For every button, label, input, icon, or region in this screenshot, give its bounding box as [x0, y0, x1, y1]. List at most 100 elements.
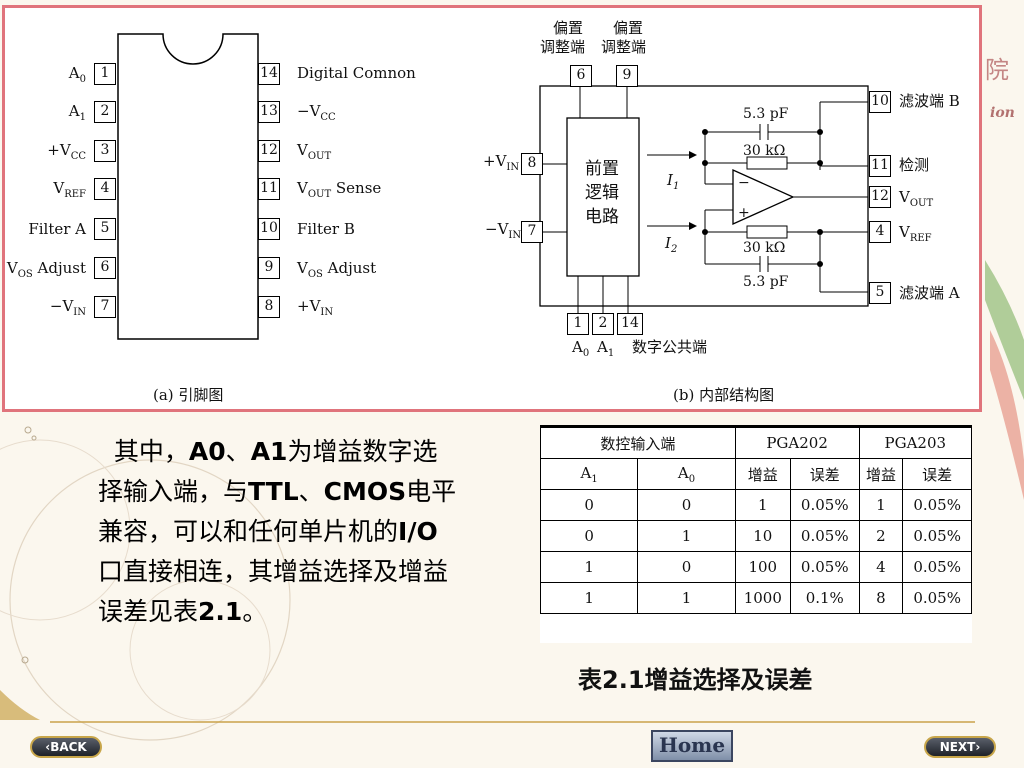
pin-2-box: 2	[592, 313, 614, 335]
opamp-plus-sign: +	[738, 205, 750, 221]
vin-minus-label: −VIN	[485, 220, 522, 241]
table-cell: 1000	[734, 582, 791, 614]
table-cell: 0.05%	[789, 520, 860, 552]
table-cell: 1	[637, 520, 736, 552]
table-cell: 0.05%	[902, 582, 972, 614]
table-cell: 0.05%	[789, 551, 860, 583]
vin-plus-label: +VIN	[483, 152, 520, 173]
table-cell: 1	[539, 551, 639, 583]
logic-line-1: 前置	[585, 159, 619, 179]
pin-label: +VCC	[47, 141, 86, 162]
pin-number-box: 7	[94, 296, 116, 318]
para-text: 口直接相连，其增益选择及增益误差见表	[98, 557, 449, 626]
table-cell: 0.1%	[789, 582, 860, 614]
current-i1-label: I1	[667, 171, 680, 192]
table-cell: 4	[858, 551, 904, 583]
filter-b-label: 滤波端 B	[899, 92, 960, 110]
table-cell: 0.05%	[902, 520, 972, 552]
pin-number-box: 9	[258, 257, 280, 279]
vout-label: VOUT	[899, 188, 934, 209]
para-text: 、	[298, 477, 324, 506]
resistor-top-label: 30 kΩ	[743, 143, 786, 159]
home-button[interactable]: Home	[651, 730, 733, 762]
pin-label: VOS Adjust	[6, 259, 86, 280]
pin-number-box: 14	[258, 63, 280, 85]
table-cell: 0.05%	[789, 489, 860, 521]
digital-common-label: 数字公共端	[632, 338, 708, 356]
bottom-a0-label: A0	[572, 338, 590, 359]
logic-line-2: 逻辑	[585, 183, 619, 203]
internal-caption: (b) 内部结构图	[673, 386, 775, 404]
pin-label: A0	[68, 64, 86, 85]
pin-label: −VCC	[297, 102, 336, 123]
pin-label: −VIN	[49, 297, 86, 318]
filter-a-label: 滤波端 A	[899, 284, 960, 302]
table-cell: 1	[734, 489, 791, 521]
table-row: 0 1 10 0.05% 2 0.05%	[539, 520, 972, 552]
vref-label: VREF	[899, 223, 932, 244]
pin-6-box: 6	[570, 65, 592, 87]
table-cell: 0.05%	[902, 489, 972, 521]
bias-label-2a: 偏置	[613, 19, 644, 37]
header-group: 数控输入端	[540, 427, 736, 459]
pin-number-box: 8	[258, 296, 280, 318]
para-text: 。	[242, 597, 268, 626]
pin-label: +VIN	[297, 297, 334, 318]
para-text: A1	[250, 437, 288, 466]
table-row: 0 0 1 0.05% 1 0.05%	[539, 489, 972, 521]
resistor-bottom-label: 30 kΩ	[743, 240, 786, 256]
sense-label: 检测	[899, 156, 930, 174]
header-pga203: PGA203	[858, 427, 973, 459]
header-a1: A1	[539, 458, 639, 490]
pin-number-box: 13	[258, 101, 280, 123]
logic-line-3: 电路	[585, 207, 619, 227]
pin-11-box: 11	[869, 155, 891, 177]
table-row: 1 0 100 0.05% 4 0.05%	[539, 551, 972, 583]
pin-1-box: 1	[567, 313, 589, 335]
header-fragment-char: 院	[985, 56, 1009, 84]
pin-10-box: 10	[869, 91, 891, 113]
pin-label: VOS Adjust	[297, 259, 377, 280]
para-text: A0	[188, 437, 226, 466]
current-i2-label: I2	[665, 234, 678, 255]
pin-number-box: 10	[258, 218, 280, 240]
header-error: 误差	[902, 458, 972, 490]
table-cell: 10	[734, 520, 791, 552]
next-button[interactable]: NEXT›	[924, 736, 996, 758]
capacitor-bottom-label: 5.3 pF	[743, 274, 789, 290]
pin-7-box: 7	[521, 221, 543, 243]
table-cell: 1	[637, 582, 736, 614]
gain-table: 数控输入端 PGA202 PGA203 A1 A0 增益 误差 增益 误差 0 …	[539, 427, 973, 614]
pin-number-box: 11	[258, 178, 280, 200]
pin-number-box: 3	[94, 140, 116, 162]
para-text: 2.1	[198, 597, 243, 626]
table-cell: 0	[539, 520, 639, 552]
pin-number-box: 2	[94, 101, 116, 123]
header-a0: A0	[637, 458, 736, 490]
pin-12-box: 12	[869, 186, 891, 208]
back-button[interactable]: ‹BACK	[30, 736, 102, 758]
pin-9-box: 9	[616, 65, 638, 87]
table-cell: 0	[637, 489, 736, 521]
table-cell: 100	[734, 551, 791, 583]
para-text: 其中，	[113, 437, 189, 466]
pin-number-box: 5	[94, 218, 116, 240]
caption-prefix: 表	[578, 666, 602, 694]
capacitor-top-label: 5.3 pF	[743, 106, 789, 122]
table-cell: 2	[858, 520, 904, 552]
opamp-minus-sign: −	[738, 175, 750, 191]
para-text: 、	[225, 437, 251, 466]
para-text: I/O	[398, 517, 438, 546]
table-cell: 0	[637, 551, 736, 583]
header-gain: 增益	[734, 458, 791, 490]
figure-panel: A0 1 A1 2 +VCC 3 VREF 4 Filter A 5 VOS A…	[2, 5, 982, 412]
header-gain: 增益	[858, 458, 904, 490]
pin-label: A1	[68, 102, 86, 123]
pin-number-box: 12	[258, 140, 280, 162]
pin-number-box: 4	[94, 178, 116, 200]
bias-label-2b: 调整端	[601, 38, 647, 56]
pin-number-box: 1	[94, 63, 116, 85]
header-pga202: PGA202	[734, 427, 860, 459]
header-fragment-tail: ion	[990, 105, 1015, 121]
